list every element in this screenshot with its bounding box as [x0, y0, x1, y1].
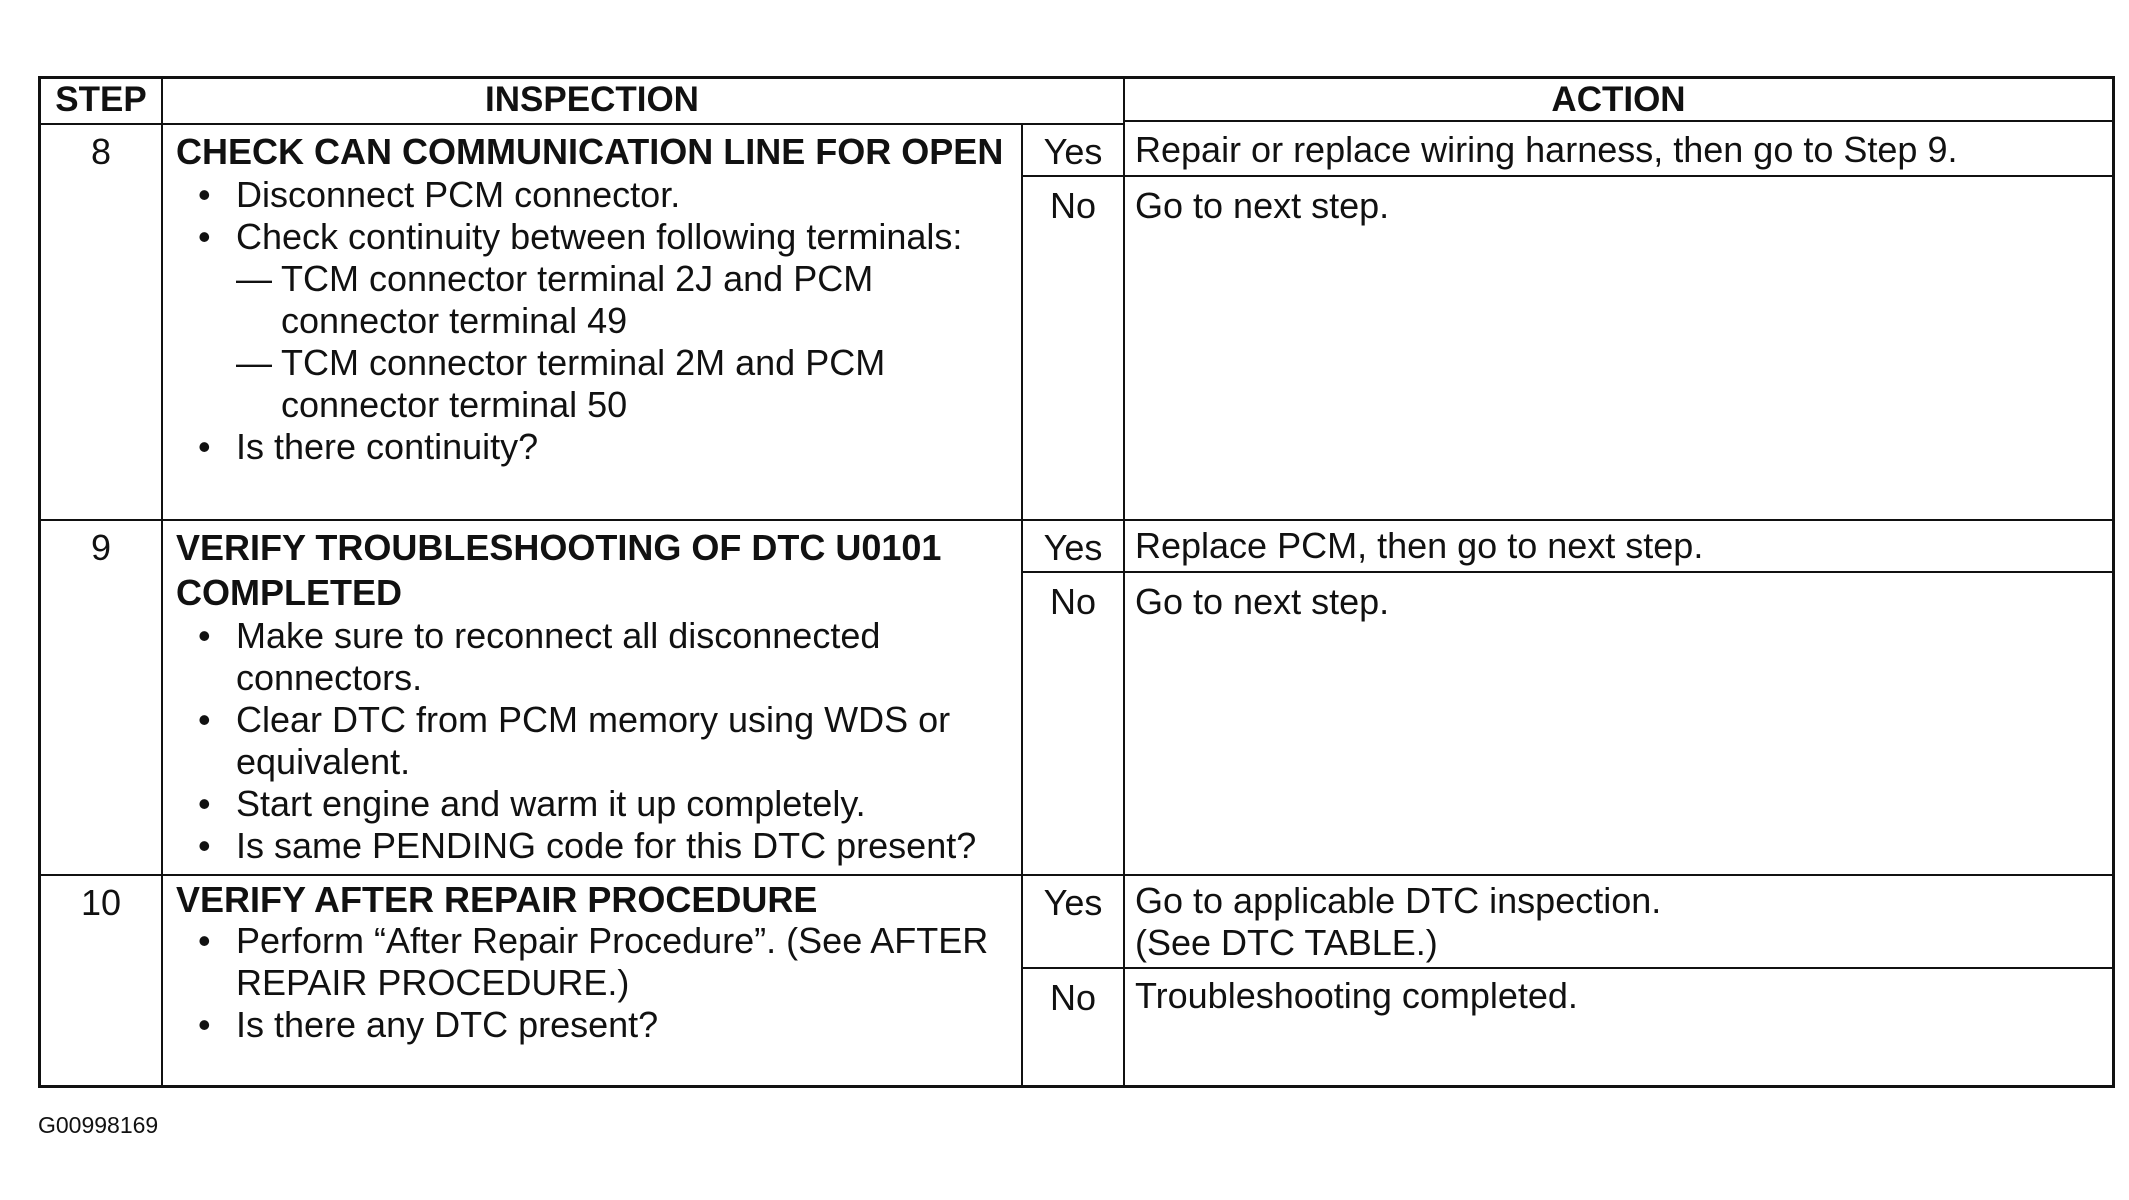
- list-item: Disconnect PCM connector.: [176, 174, 1016, 216]
- divider: [1021, 175, 2112, 177]
- divider: [1021, 123, 1023, 1085]
- yes-action-line: (See DTC TABLE.): [1135, 922, 1438, 963]
- sub-list-item: TCM connector terminal 2M and PCM connec…: [176, 342, 1016, 426]
- step-number: 10: [80, 882, 122, 923]
- yes-action: Repair or replace wiring harness, then g…: [1135, 129, 1958, 170]
- yes-action: Replace PCM, then go to next step.: [1135, 525, 1704, 566]
- inspection-cell: VERIFY TROUBLESHOOTING OF DTC U0101 COMP…: [176, 525, 1016, 867]
- no-action: Troubleshooting completed.: [1135, 975, 1578, 1016]
- figure-id: G00998169: [38, 1112, 159, 1138]
- divider: [1021, 571, 2112, 573]
- no-label: No: [1049, 977, 1097, 1018]
- header-action: ACTION: [1551, 80, 1686, 119]
- step-number: 9: [90, 527, 112, 568]
- inspection-list: Perform “After Repair Procedure”. (See A…: [176, 920, 1016, 1046]
- list-item: Perform “After Repair Procedure”. (See A…: [176, 920, 1016, 1004]
- yes-action: Go to applicable DTC inspection. (See DT…: [1135, 880, 2105, 964]
- inspection-cell: CHECK CAN COMMUNICATION LINE FOR OPEN Di…: [176, 129, 1016, 468]
- divider: [41, 123, 1123, 125]
- list-item: Check continuity between following termi…: [176, 216, 1016, 258]
- divider: [1123, 120, 2112, 122]
- divider: [41, 519, 2112, 521]
- inspection-title: CHECK CAN COMMUNICATION LINE FOR OPEN: [176, 131, 1004, 172]
- yes-action-line: Go to applicable DTC inspection.: [1135, 880, 1662, 921]
- list-item: Is there continuity?: [176, 426, 1016, 468]
- divider: [1123, 79, 1125, 1085]
- list-item: Clear DTC from PCM memory using WDS or e…: [176, 699, 1016, 783]
- inspection-list: Make sure to reconnect all disconnected …: [176, 615, 1016, 867]
- list-item: Is same PENDING code for this DTC presen…: [176, 825, 1016, 867]
- yes-label: Yes: [1043, 527, 1103, 568]
- list-item: Make sure to reconnect all disconnected …: [176, 615, 1016, 699]
- header-inspection: INSPECTION: [485, 80, 699, 119]
- inspection-cell: VERIFY AFTER REPAIR PROCEDURE Perform “A…: [176, 879, 1016, 1047]
- inspection-title: VERIFY AFTER REPAIR PROCEDURE: [176, 879, 818, 920]
- header-step: STEP: [55, 80, 147, 119]
- yes-label: Yes: [1043, 131, 1103, 172]
- no-action: Go to next step.: [1135, 581, 1390, 622]
- yes-label: Yes: [1043, 882, 1103, 923]
- inspection-title: VERIFY TROUBLESHOOTING OF DTC U0101 COMP…: [176, 527, 942, 613]
- divider: [41, 874, 2112, 876]
- step-number: 8: [90, 131, 112, 172]
- sub-list-item: TCM connector terminal 2J and PCM connec…: [176, 258, 1016, 342]
- divider: [1021, 967, 2112, 969]
- list-item: Is there any DTC present?: [176, 1004, 1016, 1046]
- inspection-list: Disconnect PCM connector. Check continui…: [176, 174, 1016, 468]
- list-item: Start engine and warm it up completely.: [176, 783, 1016, 825]
- diagnostic-table: STEP INSPECTION ACTION 8 CHECK CAN COMMU…: [38, 76, 2115, 1088]
- divider: [161, 79, 163, 1085]
- no-action: Go to next step.: [1135, 185, 1390, 226]
- no-label: No: [1049, 581, 1097, 622]
- no-label: No: [1049, 185, 1097, 226]
